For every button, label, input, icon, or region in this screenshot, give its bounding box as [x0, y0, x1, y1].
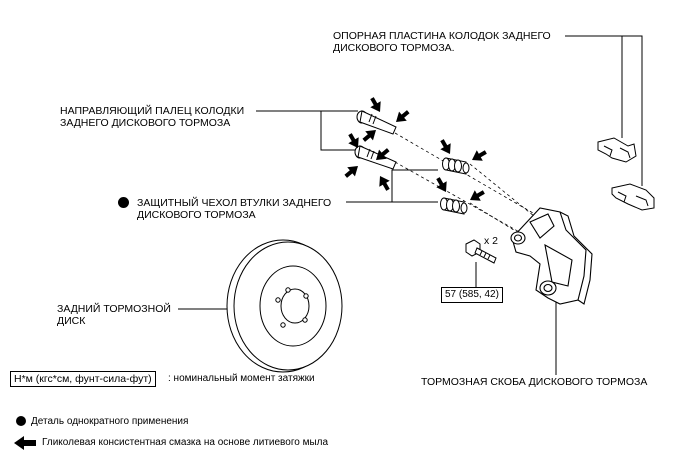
- bushing-boot-lower: [440, 197, 468, 215]
- grease-arrow-icons: [344, 97, 487, 201]
- bushing-boot-upper: [442, 157, 470, 175]
- rear-brake-disc: [226, 239, 343, 373]
- bushing-boot-label: ЗАЩИТНЫЙ ЧЕХОЛ ВТУЛКИ ЗАДНЕГО ДИСКОВОГО …: [137, 197, 332, 221]
- leader-lines: [178, 35, 643, 375]
- torque-value-box: 57 (585, 42): [441, 287, 503, 303]
- guide-pin-lower: [354, 145, 397, 170]
- pad-support-plate-upper: [597, 137, 637, 163]
- pad-support-plate-lower: [611, 183, 655, 211]
- non-reusable-marker-icon: [118, 197, 129, 208]
- torque-unit-box: Н*м (кгс*см, фунт-сила-фут): [10, 371, 156, 387]
- caliper-bolt: [465, 239, 497, 264]
- assembly-dashes: [394, 132, 546, 241]
- grease-legend: Гликолевая консистентная смазка на основ…: [42, 437, 329, 448]
- torque-description: : номинальный момент затяжки: [168, 373, 315, 384]
- filled-circle-icon: [16, 416, 26, 426]
- guide-pin-upper: [356, 110, 397, 135]
- rear-disc-label: ЗАДНИЙ ТОРМОЗНОЙ ДИСК: [57, 303, 171, 327]
- legend-icons: [14, 436, 36, 450]
- support-plate-label: ОПОРНАЯ ПЛАСТИНА КОЛОДОК ЗАДНЕГО ДИСКОВО…: [333, 30, 551, 54]
- left-arrow-icon: [14, 436, 36, 450]
- quantity-label: x 2: [484, 235, 499, 247]
- non-reusable-legend: Деталь однократного применения: [31, 416, 189, 427]
- brake-caliper-bracket: [510, 207, 593, 305]
- guide-pin-label: НАПРАВЛЯЮЩИЙ ПАЛЕЦ КОЛОДКИ ЗАДНЕГО ДИСКО…: [60, 105, 245, 129]
- caliper-label: ТОРМОЗНАЯ СКОБА ДИСКОВОГО ТОРМОЗА: [421, 376, 648, 388]
